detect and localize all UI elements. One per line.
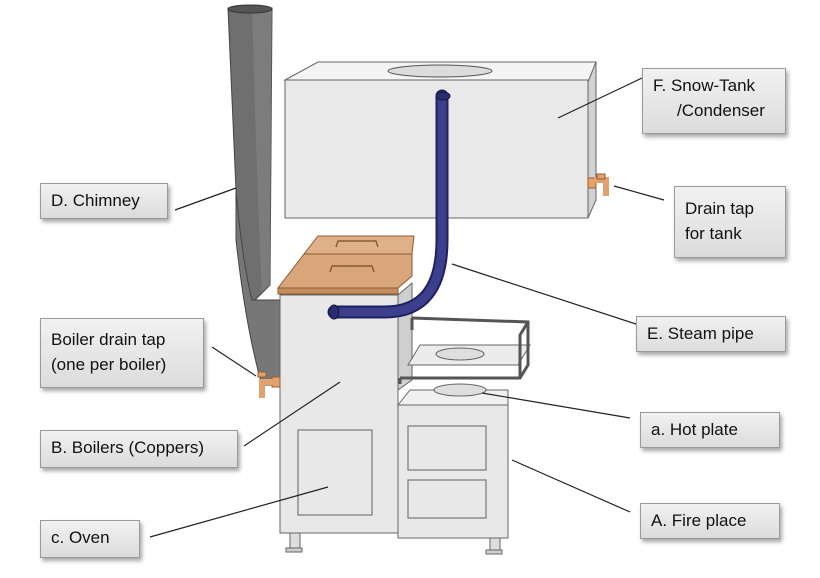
leader-oven (149, 486, 329, 538)
label-boiler-drain-tap-line1: Boiler drain tap (51, 330, 166, 349)
stove-legs (285, 532, 503, 555)
label-chimney: D. Chimney (40, 183, 168, 219)
label-snow-tank-line1: F. Snow-Tank (653, 76, 756, 95)
label-boilers: B. Boilers (Coppers) (40, 430, 238, 468)
label-drain-tap-tank-line1: Drain tap (685, 199, 754, 218)
steam-pipe (327, 89, 451, 320)
boiler-drain-tap (257, 371, 281, 398)
tank-drain-tap (587, 173, 609, 196)
label-oven: c. Oven (40, 520, 140, 558)
label-boiler-drain-tap-line2: (one per boiler) (51, 355, 167, 374)
label-fire-place: A. Fire place (640, 503, 780, 539)
leader-steam (451, 263, 637, 325)
boiler-copper-lids (276, 235, 415, 295)
leader-boiler-drain (211, 346, 257, 377)
label-steam-pipe: E. Steam pipe (636, 316, 786, 352)
fire-place (396, 316, 531, 539)
label-snow-tank: F. Snow-Tank /Condenser (642, 68, 786, 134)
leader-snow-tank (557, 77, 643, 119)
leader-lines (149, 77, 665, 538)
label-hot-plate: a. Hot plate (640, 412, 780, 448)
leader-fireplace (511, 459, 631, 513)
leader-hotplate (481, 392, 631, 419)
label-snow-tank-line2: /Condenser (677, 101, 765, 120)
leader-chimney (174, 187, 237, 211)
chimney (227, 4, 281, 386)
label-drain-tap-tank-line2: for tank (685, 224, 742, 243)
leader-drain-tank (613, 185, 665, 201)
label-boiler-drain-tap: Boiler drain tap (one per boiler) (40, 318, 204, 388)
leader-boilers (243, 381, 341, 447)
label-drain-tap-tank: Drain tap for tank (674, 186, 786, 258)
